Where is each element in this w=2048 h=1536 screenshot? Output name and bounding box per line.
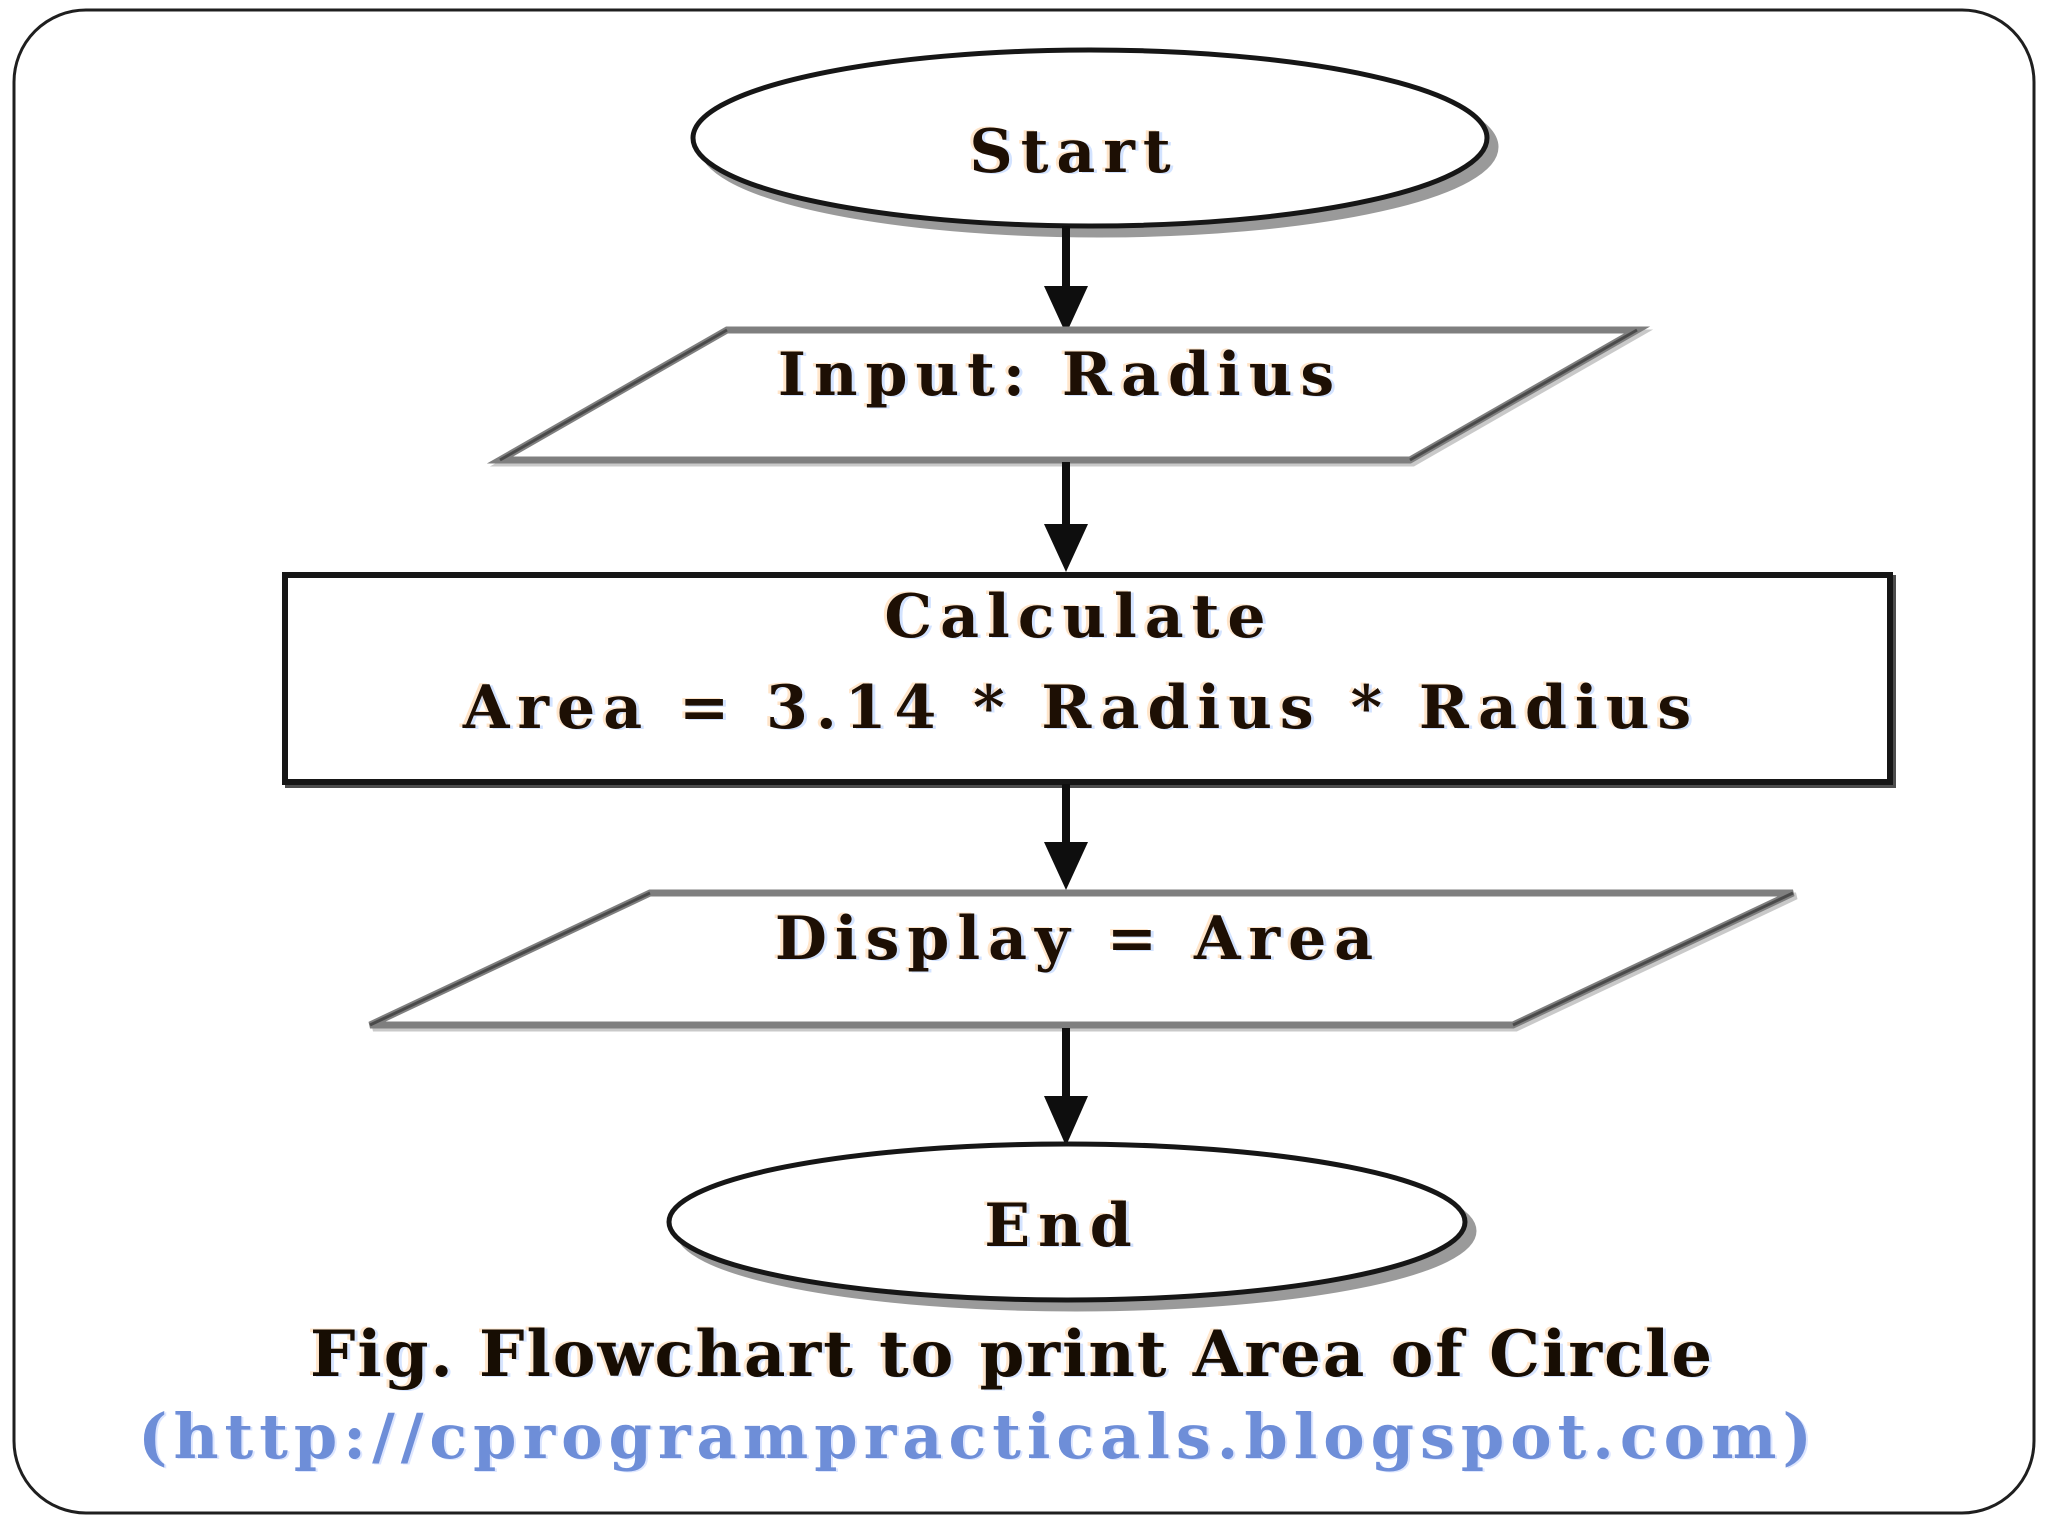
start-label: Start: [969, 117, 1179, 187]
figure-caption: Fig. Flowchart to print Area of Circle: [309, 1317, 1715, 1392]
arrow-head-icon: [1044, 1096, 1088, 1146]
end-terminator-ellipse: [666, 1141, 1468, 1303]
arrow-input-to-calculate: [1044, 462, 1088, 572]
input-parallelogram-right-edge: [1409, 328, 1638, 462]
arrow-head-icon: [1044, 286, 1088, 334]
slide-frame-border: [12, 8, 2036, 1515]
end-label: End: [984, 1191, 1140, 1261]
arrow-display-to-end: [1044, 1028, 1088, 1146]
input-label: Input: Radius: [777, 340, 1343, 410]
input-parallelogram-left-edge: [499, 328, 728, 462]
start-terminator-ellipse: [690, 47, 1490, 229]
display-parallelogram-right-edge: [1512, 891, 1794, 1027]
calculate-process-rectangle: [282, 572, 1893, 785]
calculate-formula: Area = 3.14 * Radius * Radius: [462, 673, 1700, 743]
calculate-label: Calculate: [884, 582, 1274, 652]
arrow-head-icon: [1044, 842, 1088, 890]
arrow-start-to-input: [1044, 226, 1088, 334]
arrow-calculate-to-display: [1044, 784, 1088, 890]
source-url-text: (http://cprogrampracticals.blogspot.com): [138, 1400, 1818, 1473]
arrow-head-icon: [1044, 524, 1088, 572]
display-parallelogram-left-edge: [369, 891, 651, 1027]
display-label: Display = Area: [774, 904, 1382, 974]
